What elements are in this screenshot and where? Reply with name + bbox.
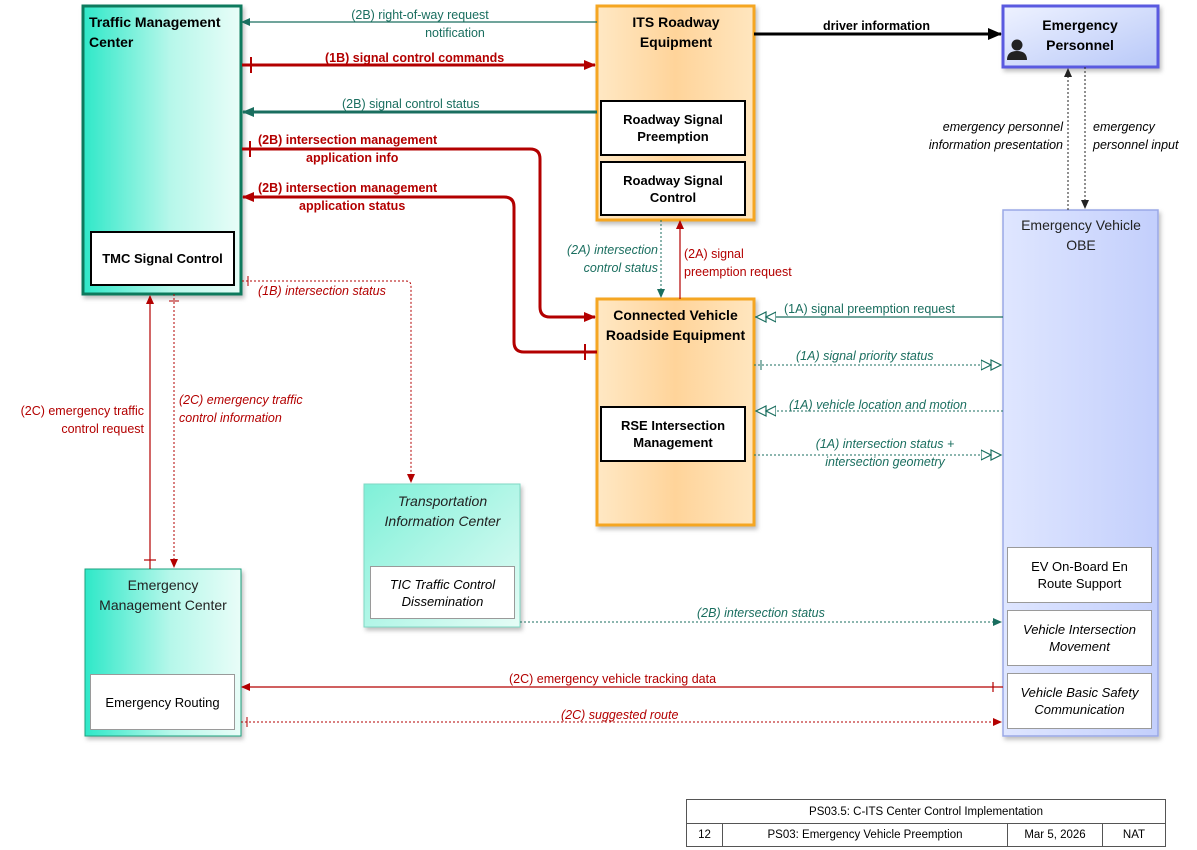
flow-im-application-info [242, 147, 596, 322]
evobe-title: Emergency Vehicle OBE [1021, 217, 1141, 253]
flow-im-application-status [242, 192, 597, 354]
titleblock-date: Mar 5, 2026 [1007, 823, 1103, 847]
label-suggested-route: (2C) suggested route [561, 708, 679, 722]
tmc-title: Traffic Management Center [89, 14, 221, 50]
rse-intersection-management: RSE Intersection Management [600, 406, 746, 462]
label-vehicle-location-motion: (1A) vehicle location and motion [789, 398, 967, 412]
ev-on-board-en-route-support: EV On-Board En Route Support [1007, 547, 1152, 603]
label-signal-control-status: (2B) signal control status [342, 97, 480, 111]
ep-title: Emergency Personnel [1042, 17, 1118, 53]
label-signal-priority-status: (1A) signal priority status [796, 349, 934, 363]
titleblock-page: 12 [686, 823, 723, 847]
tmc-signal-control: TMC Signal Control [90, 231, 235, 286]
roadway-signal-preemption: Roadway Signal Preemption [600, 100, 746, 156]
label-tic-intersection-status: (2B) intersection status [697, 606, 825, 620]
roadway-signal-control: Roadway Signal Control [600, 161, 746, 216]
person-icon [1007, 39, 1027, 60]
label-driver-information: driver information [823, 19, 930, 33]
emc-title: Emergency Management Center [99, 577, 227, 613]
emergency-routing: Emergency Routing [90, 674, 235, 730]
label-intersection-status-geometry: (1A) intersection status +intersection g… [815, 437, 955, 469]
label-ev-tracking-data: (2C) emergency vehicle tracking data [509, 672, 717, 686]
titleblock-subtitle: PS03: Emergency Vehicle Preemption [722, 823, 1008, 847]
label-signal-control-commands: (1B) signal control commands [325, 51, 505, 65]
flow-tmc-intersection-status [242, 280, 415, 483]
label-tmc-intersection-status: (1B) intersection status [258, 284, 386, 298]
vehicle-basic-safety-communication: Vehicle Basic Safety Communication [1007, 673, 1152, 729]
its-title: ITS Roadway Equipment [632, 14, 720, 50]
ep-box [1001, 4, 1160, 69]
titleblock-title: PS03.5: C-ITS Center Control Implementat… [686, 799, 1166, 824]
vehicle-intersection-movement: Vehicle Intersection Movement [1007, 610, 1152, 666]
cvrse-title: Connected Vehicle Roadside Equipment [605, 307, 746, 343]
tic-traffic-control-dissemination: TIC Traffic Control Dissemination [370, 566, 515, 619]
label-signal-preemption-request-1a: (1A) signal preemption request [784, 302, 955, 316]
tic-title: Transportation Information Center [384, 493, 501, 529]
titleblock-author: NAT [1102, 823, 1166, 847]
